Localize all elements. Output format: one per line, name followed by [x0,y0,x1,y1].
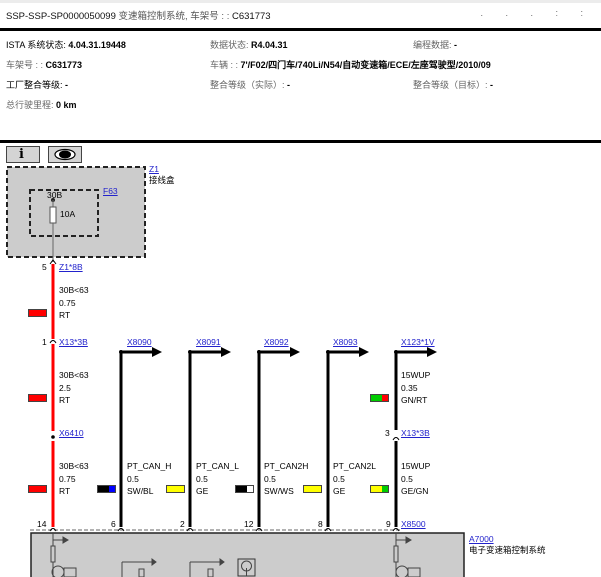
system-name: 变速箱控制系统, [118,11,188,22]
eye-icon [54,148,76,161]
wire-color-swatch [28,309,47,317]
output-x123-1v-link[interactable]: X123*1V [401,337,435,347]
wire-label-bottom-0: 30B<63 0.75 RT [59,461,89,496]
pin-number: 14 [37,519,47,529]
pin-number: 2 [180,519,185,529]
ista-status: ISTA 系统状态: 4.04.31.19448 [6,40,126,50]
module-name: 电子变速箱控制系统 [469,545,546,555]
title-vin-value: C631773 [231,11,271,22]
target-level: 整合等级（目标）: - [413,80,494,90]
info-icon: i [19,147,24,162]
wire-color-swatch [235,485,254,493]
output-x8091-link[interactable]: X8091 [196,337,221,347]
pin-number: 12 [244,519,254,529]
connector-z1-8b-link[interactable]: Z1*8B [59,262,83,272]
wire-label-seg1: 30B<63 0.75 RT [59,285,89,320]
pin-number: 9 [386,519,391,529]
wire-color-swatch [370,394,389,402]
wire-label-bottom-5: 15WUP 0.5 GE/GN [401,461,431,496]
wire-label-seg2: 30B<63 2.5 RT [59,370,89,405]
wire-color-swatch [303,485,322,493]
view-button[interactable] [48,146,82,163]
pin-number: 6 [111,519,116,529]
wire-label-bottom-2: PT_CAN_L 0.5 GE [196,461,239,496]
wire-label-bottom-4: PT_CAN2L 0.5 GE [333,461,376,496]
wire-color-swatch [166,485,185,493]
doc-id: SSP-SSP-SP0000050099 [6,11,116,22]
wire-label-bottom-3: PT_CAN2H 0.5 SW/WS [264,461,309,496]
vin-info: 车架号 : : C631773 [6,60,83,70]
connector-x13-3b-right-link[interactable]: X13*3B [401,428,430,438]
title-vin-label: 车架号 : : [190,11,230,22]
mileage: 总行驶里程: 0 km [6,100,77,110]
factory-level: 工厂整合等级: - [6,80,69,90]
vehicle-info: 车辆 : : 7'/F02/四门车/740Li/N54/自动变速箱/ECE/左座… [210,60,491,70]
fuse-icon [49,206,57,224]
actual-level: 整合等级（实际）: - [210,80,291,90]
pin-number: 3 [385,428,390,438]
connector-x6410-link[interactable]: X6410 [59,428,84,438]
junction-box-name: 接线盒 [149,175,175,185]
document-title: SSP-SSP-SP0000050099 变速箱控制系统, 车架号 : : C6… [6,8,271,22]
fuse-terminal: 30B [47,190,63,200]
programming-data: 编程数据: - [413,40,458,50]
junction-box-link[interactable]: Z1 [149,164,159,174]
fuse-link[interactable]: F63 [103,186,118,196]
fuse-rating: 10A [60,209,76,219]
wire-color-swatch [97,485,116,493]
output-x8090-link[interactable]: X8090 [127,337,152,347]
output-x8092-link[interactable]: X8092 [264,337,289,347]
title-bar: SSP-SSP-SP0000050099 变速箱控制系统, 车架号 : : C6… [0,0,601,26]
module-a7000-link[interactable]: A7000 [469,534,494,544]
title-trailing-marks: . . . : : [480,8,593,18]
connector-x8500-link[interactable]: X8500 [401,519,426,529]
output-x8093-link[interactable]: X8093 [333,337,358,347]
wire-label-wup-top: 15WUP 0.35 GN/RT [401,370,431,405]
header-separator [0,28,601,31]
pin-number: 1 [42,337,47,347]
content-separator [0,140,601,143]
info-button[interactable]: i [6,146,40,163]
wire-label-bottom-1: PT_CAN_H 0.5 SW/BL [127,461,172,496]
wire-color-swatch [28,394,47,402]
fuse-box-outline [29,189,99,237]
connector-x13-3b-link[interactable]: X13*3B [59,337,88,347]
pin-number: 8 [318,519,323,529]
data-status: 数据状态: R4.04.31 [210,40,288,50]
pin-number: 5 [42,262,47,272]
wire-color-swatch [370,485,389,493]
junction-box-outline [6,166,146,258]
wire-color-swatch [28,485,47,493]
